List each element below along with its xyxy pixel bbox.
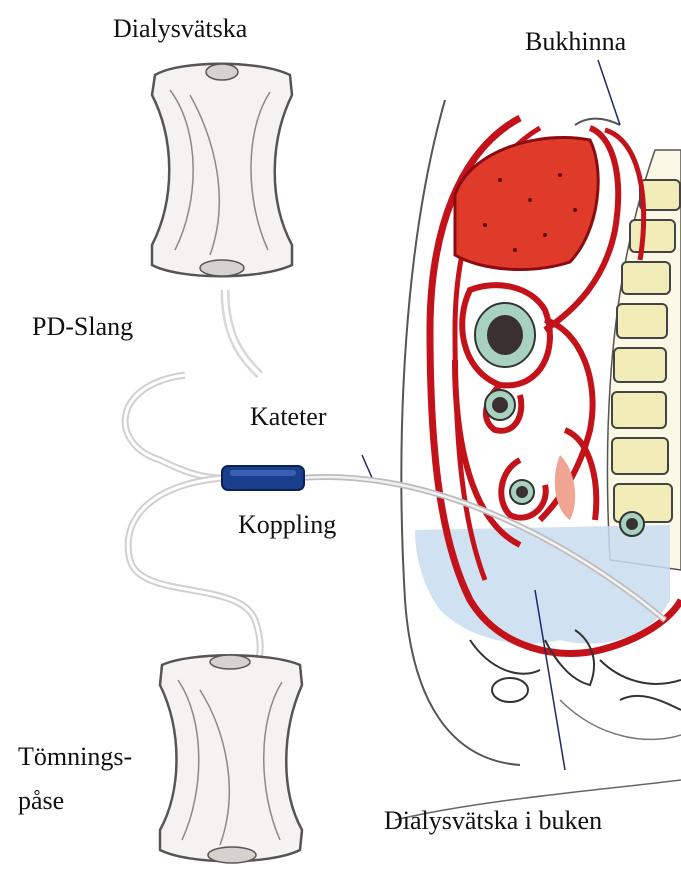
label-fluid-in-abdomen: Dialysvätska i buken [384,808,602,834]
label-drain-bag-line2: påse [18,788,64,814]
label-peritoneum: Bukhinna [525,29,626,55]
label-drain-bag-line1: Tömnings- [18,744,132,770]
label-dialysis-fluid: Dialysvätska [113,16,247,42]
coupling-connector [222,466,304,490]
dialysis-fluid-region [415,525,670,644]
label-catheter: Kateter [250,404,327,430]
label-coupling: Koppling [238,512,336,538]
dialysis-fluid-bag [152,64,292,277]
label-pd-tube: PD-Slang [32,314,133,340]
drain-tube [128,478,260,670]
drain-bag [160,655,302,863]
abdomen-cross-section [362,60,681,820]
